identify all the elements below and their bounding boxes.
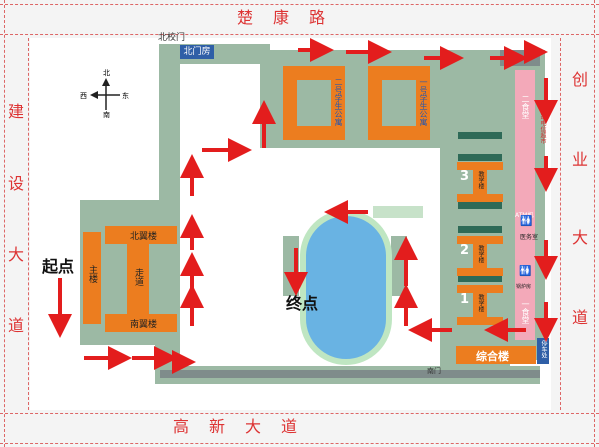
teach2-building: 2 教学楼 <box>457 236 503 276</box>
road-east-edge-inner <box>560 38 562 410</box>
canteen1-label: 一食堂 <box>521 300 530 324</box>
road-south-edge-bottom <box>0 443 599 445</box>
sign-bar-4 <box>458 226 502 233</box>
dorm1-label: 一号学生公寓 <box>419 78 428 126</box>
compass-south: 南 <box>103 111 110 119</box>
road-west-edge-inner <box>28 38 30 410</box>
south-gate-label: 南门 <box>427 367 441 375</box>
compass-north: 北 <box>103 69 110 77</box>
road-north-edge-bottom <box>0 34 599 36</box>
north-wing-building <box>105 226 177 244</box>
road-name-east-3: 大 <box>572 228 589 247</box>
sign-bar-2 <box>458 154 502 161</box>
corridor-label: 走道 <box>133 268 143 286</box>
guard-room: 北门房 <box>180 45 214 59</box>
compass-west: 西 <box>80 92 87 100</box>
dorm2-label: 二号学生公寓 <box>334 78 343 126</box>
road-name-north: 楚 康 路 <box>237 8 328 27</box>
main-building-label: 主楼 <box>87 265 97 283</box>
road-east-edge <box>594 0 596 447</box>
road-name-west-2: 设 <box>8 174 25 193</box>
sign-bar-3 <box>458 202 502 209</box>
road-name-south: 高 新 大 道 <box>173 417 300 436</box>
dorm2-building: 二号学生公寓 <box>283 66 345 140</box>
west-road-strip <box>159 44 180 204</box>
corridor-building <box>127 244 149 314</box>
teach3-building: 3 教学楼 <box>457 162 503 202</box>
road-name-east-1: 创 <box>572 70 589 89</box>
boiler-label: 锅炉房 <box>516 284 532 290</box>
start-label: 起点 <box>42 257 75 276</box>
canteen2-label: 二食堂 <box>521 95 530 119</box>
toilet-icon-2: 🚻 <box>519 266 532 277</box>
complex-building <box>456 346 536 364</box>
dorm1-building: 一号学生公寓 <box>368 66 430 140</box>
compass-east: 东 <box>122 92 129 100</box>
compass-icon: 北 南 西 东 <box>80 69 129 120</box>
teach3-number: 3 <box>460 169 470 184</box>
teach3-label: 教学楼 <box>477 171 484 189</box>
main-building <box>83 232 101 324</box>
end-label: 终点 <box>286 294 319 313</box>
parking-box <box>537 338 549 364</box>
atm-label: ATM机 <box>515 212 534 219</box>
south-wing-building <box>105 314 177 332</box>
road-south-edge-top <box>0 413 599 415</box>
road-name-west-4: 道 <box>8 316 25 335</box>
canteen-strip <box>515 70 535 340</box>
road-name-west-3: 大 <box>8 245 25 264</box>
north-gate-label: 北校门 <box>158 33 186 43</box>
road-name-west-1: 建 <box>8 102 25 121</box>
north-wing-label: 北翼楼 <box>130 232 158 242</box>
south-wing-label: 南翼楼 <box>130 320 158 330</box>
road-north-edge-top <box>0 4 599 6</box>
medical-label: 医务室 <box>520 234 539 241</box>
south-service-lane <box>160 370 540 378</box>
parking-label: 停车处 <box>540 340 547 358</box>
road-west-edge <box>4 0 6 447</box>
toilet-icon: 🚻 <box>520 216 533 227</box>
track-field <box>306 216 386 359</box>
sign-bar-1 <box>458 132 502 139</box>
complex-label: 综合楼 <box>476 350 509 363</box>
teach2-label: 教学楼 <box>477 245 484 263</box>
teach2-number: 2 <box>460 243 470 258</box>
teach1-building: 1 教学楼 <box>457 285 503 325</box>
teach1-number: 1 <box>460 292 470 307</box>
road-name-east-2: 业 <box>572 150 589 169</box>
teach1-label: 教学楼 <box>477 294 484 312</box>
road-name-east-4: 道 <box>572 308 589 327</box>
sign-bar-5 <box>458 275 502 282</box>
